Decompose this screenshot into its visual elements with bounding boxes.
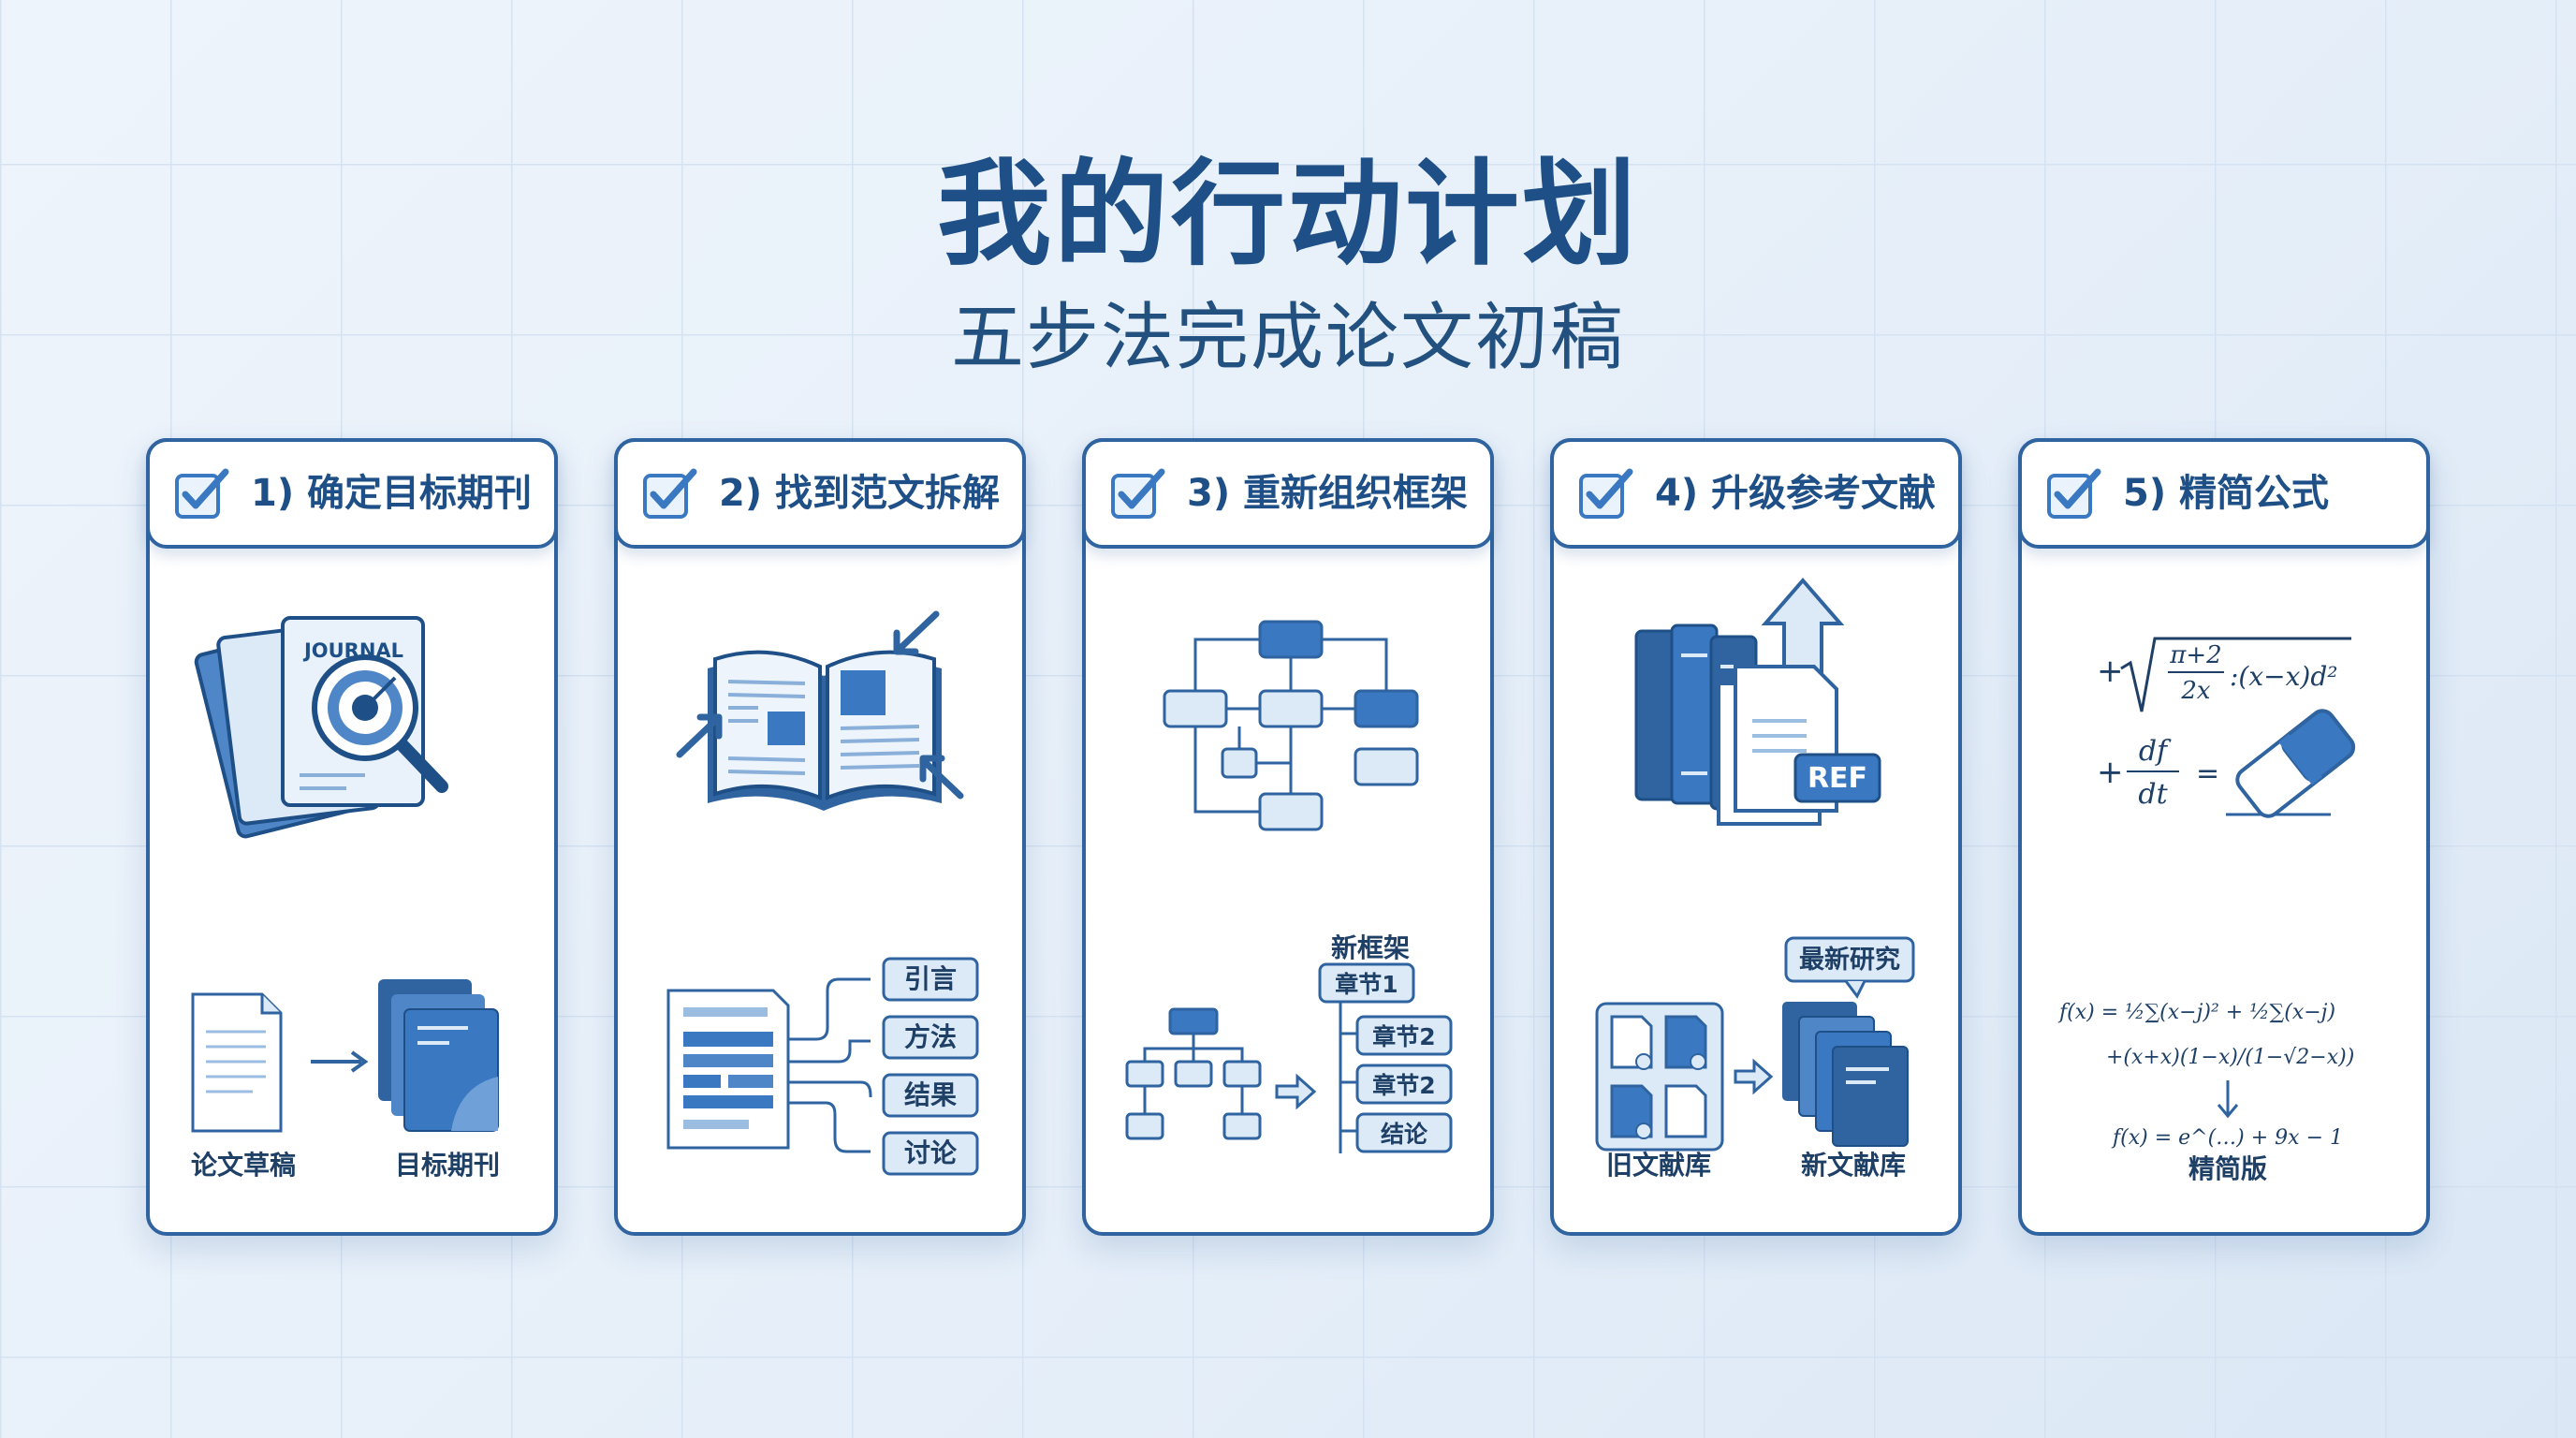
- section-pill-methods: 方法: [904, 1021, 957, 1052]
- simplified-formula: f(x) = e^(…) + 9x − 1: [2111, 1126, 2343, 1150]
- paper-structure-icon: [666, 977, 872, 1153]
- books-upgrade-icon: REF: [1634, 577, 1881, 826]
- step-card-2: 2) 找到范文拆解: [614, 438, 1026, 1236]
- framework-node-conclusion: 结论: [1381, 1121, 1428, 1148]
- formula-1-rest: :(x−x)d²: [2230, 661, 2337, 692]
- framework-node-2: 章节2: [1372, 1023, 1435, 1050]
- step-illustration-4: REF 最新研究 旧文献库 新文献库: [1595, 577, 1915, 1181]
- draft-document-icon: [191, 992, 283, 1133]
- step-card-4: 4) 升级参考文献 REF: [1550, 438, 1962, 1236]
- simplified-label: 精简版: [2188, 1153, 2267, 1184]
- latest-research-label: 最新研究: [1799, 945, 1900, 975]
- old-library-label: 旧文献库: [1606, 1150, 1711, 1181]
- old-library-icon: [1595, 1002, 1724, 1152]
- draft-label: 论文草稿: [191, 1150, 296, 1181]
- open-book-icon: [676, 610, 964, 811]
- formula-eraser-icon: + π+2 2x :(x−x)d² + df dt =: [2097, 637, 2356, 818]
- section-pill-discussion: 讨论: [904, 1137, 958, 1168]
- step-illustration-3: 新框架 章节1 章节2 章节2 结论: [1125, 620, 1453, 1153]
- new-framework-label: 新框架: [1331, 932, 1410, 963]
- formula-2-denominator: dt: [2138, 778, 2168, 811]
- old-structure-icon: [1125, 1007, 1262, 1140]
- long-formula-line-1: f(x) = ½∑(x−j)² + ½∑(x−j): [2057, 1001, 2335, 1024]
- page-subtitle: 五步法完成论文初稿: [950, 296, 1625, 380]
- new-framework-tree: [1339, 985, 1357, 1153]
- latest-research-callout: 最新研究: [1784, 936, 1915, 999]
- checkbox-checked-icon: [175, 468, 229, 519]
- long-formula-line-2: +(x+x)(1−x)/(1−√2−x)): [2106, 1046, 2354, 1069]
- arrow-right-icon: [1734, 1058, 1774, 1095]
- step-title-5: 5) 精简公式: [2123, 472, 2330, 515]
- step-header-3: 3) 重新组织框架: [1082, 438, 1494, 549]
- arrow-down-icon: [2217, 1080, 2239, 1119]
- step-title-1: 1) 确定目标期刊: [251, 472, 533, 515]
- formula-2-numerator: df: [2139, 735, 2172, 768]
- arrow-right-icon: [311, 1050, 369, 1073]
- step-title-3: 3) 重新组织框架: [1187, 472, 1469, 515]
- framework-node-1: 章节1: [1335, 971, 1398, 998]
- step-header-1: 1) 确定目标期刊: [146, 438, 558, 549]
- step-illustration-5: + π+2 2x :(x−x)d² + df dt = f(x) = ½∑(x−…: [2057, 637, 2356, 1184]
- eraser-icon: [2235, 709, 2356, 818]
- formula-1-numerator: π+2: [2169, 641, 2221, 669]
- checkbox-checked-icon: [1111, 468, 1165, 519]
- framework-node-pills: [1318, 962, 1453, 1153]
- section-pills: 引言 方法 结果 讨论: [882, 957, 979, 1176]
- page-title: 我的行动计划: [937, 148, 1639, 281]
- svg-text:+: +: [2097, 754, 2124, 791]
- section-pill-results: 结果: [904, 1079, 957, 1110]
- checkbox-checked-icon: [2047, 468, 2101, 519]
- target-journal-label: 目标期刊: [395, 1150, 500, 1181]
- ref-badge: REF: [1808, 762, 1867, 795]
- flowchart-icon: [1163, 620, 1419, 831]
- step-header-2: 2) 找到范文拆解: [614, 438, 1026, 549]
- step-header-5: 5) 精简公式: [2018, 438, 2430, 549]
- svg-text:+: +: [2097, 653, 2124, 690]
- step-card-5: 5) 精简公式 + π+2 2x :(x−x)d² + df dt = f(x)…: [2018, 438, 2430, 1236]
- step-card-3: 3) 重新组织框架 新框架: [1082, 438, 1494, 1236]
- new-library-label: 新文献库: [1801, 1150, 1906, 1181]
- formula-2-equals: =: [2196, 757, 2219, 790]
- step-card-1: 1) 确定目标期刊 JOURNAL: [146, 438, 558, 1236]
- step-title-4: 4) 升级参考文献: [1655, 472, 1937, 515]
- new-library-stack-icon: [1782, 1002, 1909, 1147]
- checkbox-checked-icon: [1579, 468, 1633, 519]
- arrow-right-icon: [1275, 1073, 1317, 1110]
- journal-target-icon: JOURNAL: [194, 616, 448, 839]
- step-header-4: 4) 升级参考文献: [1550, 438, 1962, 549]
- framework-node-3: 章节2: [1372, 1072, 1435, 1099]
- step-illustration-1: JOURNAL: [191, 616, 500, 1181]
- target-journal-stack-icon: [378, 979, 499, 1132]
- section-pill-intro: 引言: [904, 963, 957, 994]
- step-illustration-2: 引言 方法 结果 讨论: [666, 610, 979, 1176]
- step-title-2: 2) 找到范文拆解: [719, 472, 1001, 515]
- formula-1-denominator: 2x: [2180, 677, 2211, 705]
- checkbox-checked-icon: [643, 468, 697, 519]
